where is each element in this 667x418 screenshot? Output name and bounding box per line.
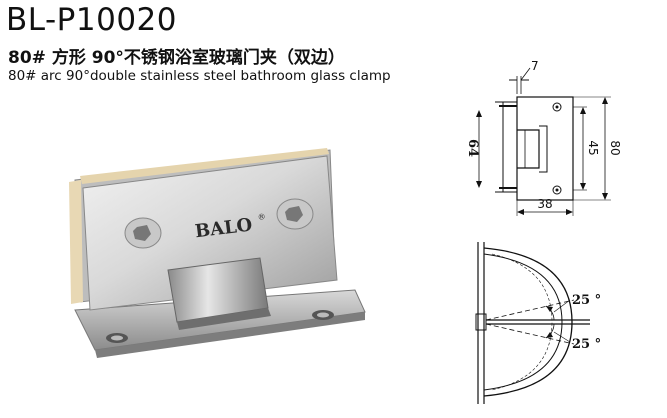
dim-width: 38 [537, 197, 552, 211]
product-model: BL-P10020 [6, 2, 177, 38]
product-title-en: 80# arc 90°double stainless steel bathro… [8, 68, 391, 84]
dim-height-side: 64 [465, 139, 480, 157]
brand-registered-mark: ® [257, 212, 266, 222]
product-photo: BALO ® [69, 148, 366, 358]
angle-lower: 25 ° [572, 337, 601, 352]
hinge-barrel [167, 257, 271, 330]
dim-height-inner: 45 [586, 140, 600, 155]
dim-thickness: 7 [531, 59, 539, 73]
product-title-cn: 80# 方形 90°不锈钢浴室玻璃门夹（双边） [8, 48, 345, 68]
front-plate: BALO ® [82, 155, 338, 311]
angle-upper: 25 ° [572, 293, 601, 308]
dimension-drawing: 7 64 45 80 38 [465, 59, 622, 216]
dim-height-outer: 80 [608, 140, 622, 155]
swing-angle-drawing: 25 ° 25 ° [475, 242, 601, 404]
